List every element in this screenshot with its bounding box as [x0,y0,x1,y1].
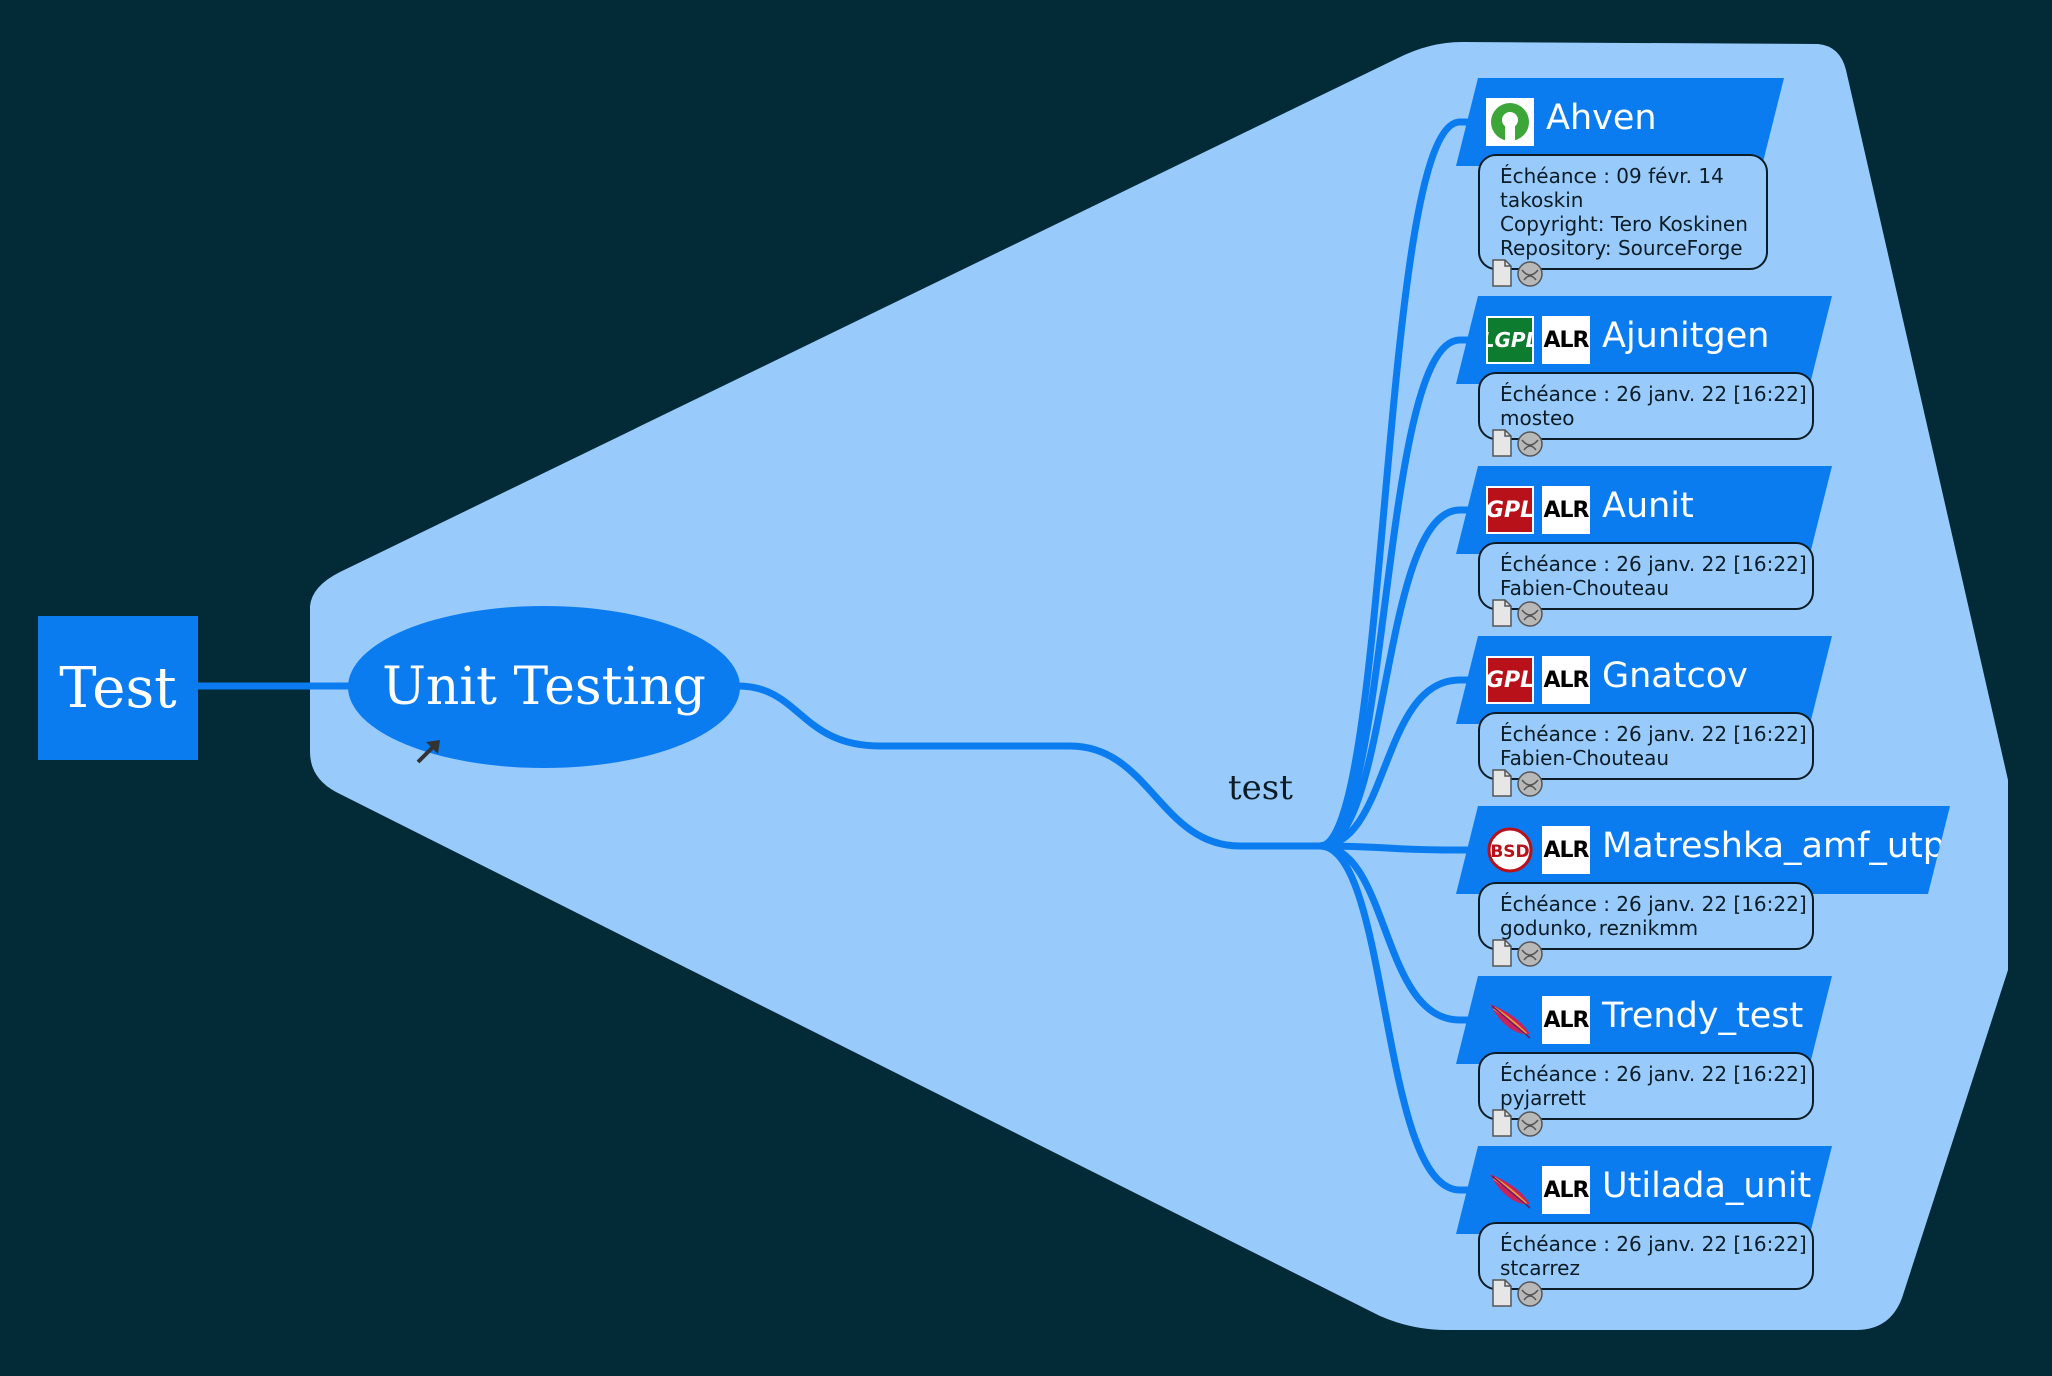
unit-testing-label: Unit Testing [382,657,706,717]
note-line: pyjarrett [1500,1086,1586,1110]
leaf-title: Trendy_test [1602,996,1804,1036]
leaf-note: Échéance : 26 janv. 22 [16:22]Fabien-Cho… [1478,712,1814,780]
note-attachment-icons[interactable] [1490,428,1550,458]
note-line: Fabien-Chouteau [1500,746,1670,770]
branch-label-test: test [1228,768,1293,808]
note-line: Échéance : 26 janv. 22 [16:22] [1500,552,1807,576]
leaf-note: Échéance : 26 janv. 22 [16:22]Fabien-Cho… [1478,542,1814,610]
note-attachment-icons[interactable] [1490,1278,1550,1308]
note-line: Échéance : 26 janv. 22 [16:22] [1500,1232,1807,1256]
link-globe-icon[interactable] [1517,1111,1543,1137]
edge-branch-leaf [1319,118,1480,850]
leaf-title: Gnatcov [1602,656,1748,696]
alr-icon: ALR [1542,656,1590,704]
note-line: mosteo [1500,406,1575,430]
document-icon[interactable] [1492,1109,1512,1137]
leaf-title: Aunit [1602,486,1694,526]
leaf-title-bar[interactable]: BSD ALR Matreshka_amf_utp [1456,806,1950,894]
note-attachment-icons[interactable] [1490,938,1550,968]
document-icon[interactable] [1492,769,1512,797]
edge-hub-branch [737,682,1320,850]
alr-icon: ALR [1542,996,1590,1044]
note-line: Copyright: Tero Koskinen [1500,212,1748,236]
note-attachment-icons[interactable] [1490,768,1550,798]
link-globe-icon[interactable] [1517,261,1543,287]
link-globe-icon[interactable] [1517,941,1543,967]
alr-icon: ALR [1542,826,1590,874]
alr-icon: ALR [1542,316,1590,364]
edge-branch-leaf [1319,506,1480,850]
note-line: Fabien-Chouteau [1500,576,1670,600]
note-line: Échéance : 26 janv. 22 [16:22] [1500,382,1807,406]
leaf-title: Ajunitgen [1602,316,1770,356]
unit-testing-node[interactable]: Unit Testing [348,606,740,768]
note-line: Échéance : 26 janv. 22 [16:22] [1500,892,1807,916]
edge-branch-leaf [1319,676,1480,850]
note-line: takoskin [1500,188,1584,212]
document-icon[interactable] [1492,259,1512,287]
root-node[interactable]: Test [38,616,198,760]
note-attachment-icons[interactable] [1490,1108,1550,1138]
edge-branch-leaf [1319,842,1480,854]
gpl-icon: GPL [1486,656,1534,704]
bsd-icon: BSD [1486,826,1534,874]
leaf-title-bar[interactable]: LGPLALR Ajunitgen [1456,296,1832,384]
leaf-edges [1319,118,1480,1194]
leaf-title: Matreshka_amf_utp [1602,826,1946,866]
leaf-title-bar[interactable]: ALR Utilada_unit [1456,1146,1832,1234]
leaf-note: Échéance : 26 janv. 22 [16:22]godunko, r… [1478,882,1814,950]
note-line: Échéance : 26 janv. 22 [16:22] [1500,722,1807,746]
edge-branch-leaf [1319,842,1480,1024]
leaf-note: Échéance : 26 janv. 22 [16:22]mosteo [1478,372,1814,440]
document-icon[interactable] [1492,1279,1512,1307]
note-line: Échéance : 26 janv. 22 [16:22] [1500,1062,1807,1086]
leaf-note: Échéance : 26 janv. 22 [16:22]pyjarrett [1478,1052,1814,1120]
link-globe-icon[interactable] [1517,1281,1543,1307]
leaf-title-bar[interactable]: ALR Trendy_test [1456,976,1832,1064]
link-globe-icon[interactable] [1517,771,1543,797]
link-arrow-icon[interactable] [414,736,444,766]
note-attachment-icons[interactable] [1490,598,1550,628]
alr-icon: ALR [1542,1166,1590,1214]
leaf-title-bar[interactable]: Ahven [1456,78,1784,166]
document-icon[interactable] [1492,599,1512,627]
document-icon[interactable] [1492,939,1512,967]
apache-feather-icon [1486,1166,1534,1214]
link-globe-icon[interactable] [1517,601,1543,627]
lgpl-icon: LGPL [1486,316,1534,364]
leaf-title: Ahven [1546,98,1657,138]
edge-branch-leaf [1319,842,1480,1194]
note-line: stcarrez [1500,1256,1580,1280]
gpl-icon: GPL [1486,486,1534,534]
edge-branch-leaf [1319,336,1480,850]
osi-icon [1486,98,1534,146]
leaf-title: Utilada_unit [1602,1166,1812,1206]
alr-icon: ALR [1542,486,1590,534]
link-globe-icon[interactable] [1517,431,1543,457]
leaf-note: Échéance : 26 janv. 22 [16:22]stcarrez [1478,1222,1814,1290]
note-line: Repository: SourceForge [1500,236,1743,260]
root-node-label: Test [59,655,177,721]
note-line: godunko, reznikmm [1500,916,1699,940]
note-attachment-icons[interactable] [1490,258,1550,288]
apache-feather-icon [1486,996,1534,1044]
svg-text:BSD: BSD [1490,842,1529,862]
document-icon[interactable] [1492,429,1512,457]
note-line: Échéance : 09 févr. 14 [1500,164,1724,188]
